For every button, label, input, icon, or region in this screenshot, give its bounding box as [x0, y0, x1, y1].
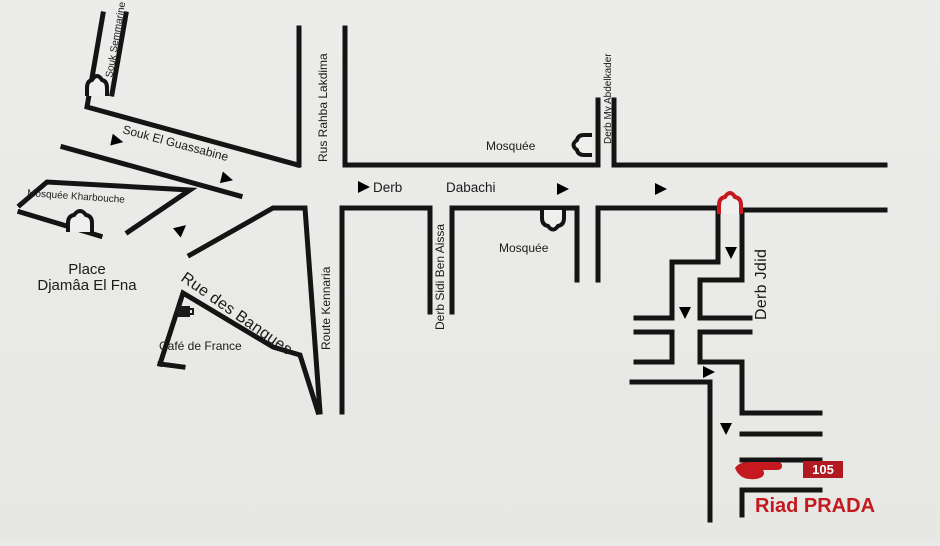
label-mosque-kharbouche: Mosquée Kharbouche: [27, 188, 126, 206]
arrow-icon: [679, 285, 691, 319]
label-rus-rahba-lakdima: Rus Rahba Lakdima: [316, 53, 330, 162]
street-cafe-west: [157, 361, 186, 370]
label-souk-semmarine: Souk Semmarine: [104, 1, 128, 79]
label-place-line2: Djamâa El Fna: [37, 277, 137, 294]
arrow-icon: [681, 366, 715, 378]
mosque-icon: [85, 74, 109, 96]
arrow-icon: [633, 183, 667, 195]
arrow-icon: [156, 220, 190, 252]
arrow-icon: [88, 129, 125, 148]
destination-name: Riad PRADA: [755, 495, 875, 517]
street-ben-aissa-east: [449, 205, 580, 315]
street-abdelkader-east: [611, 97, 888, 168]
label-derb-jdid: Derb Jdid: [753, 249, 770, 320]
label-place-line1: Place: [68, 261, 106, 278]
address-badge: [803, 461, 843, 478]
label-derb-sidi-ben-aissa: Derb Sidi Ben Aissa: [433, 224, 447, 330]
label-route-kennaria: Route Kennaria: [319, 266, 333, 350]
arrow-icon: [725, 225, 737, 259]
street-jdid-west: [633, 207, 721, 321]
label-derb-my-abdelkader: Derb My Abdelkader: [603, 53, 614, 144]
street-kharbouche-north: [16, 179, 198, 236]
address-number: 105: [812, 462, 834, 477]
mosque-icon: [540, 210, 566, 232]
cafe-icon: [177, 301, 194, 317]
street-jdid-east: [697, 207, 753, 321]
arrow-icon: [535, 183, 569, 195]
mosque-icon: [571, 133, 592, 157]
pointing-hand-icon: [735, 462, 782, 480]
mosque-icon: [66, 209, 94, 232]
street-kennaria-east: [339, 205, 433, 415]
street-souk-semmarine-right: [109, 11, 129, 97]
arrow-icon: [198, 166, 235, 187]
label-mosque-1: Mosquée: [486, 139, 536, 153]
street-jdid-lower-west: [629, 379, 713, 523]
arrow-icon: [336, 181, 370, 193]
label-dabachi: Dabachi: [446, 180, 496, 195]
mosque-icon: [717, 191, 743, 214]
street-jdid-mid-west: [633, 329, 675, 365]
street-dabachi-south-east: [595, 205, 721, 283]
street-dabachi-north: [342, 25, 601, 168]
street-souk-semmarine-left: [84, 11, 302, 169]
label-derb: Derb: [373, 180, 402, 195]
label-mosque-2: Mosquée: [499, 241, 549, 255]
street-place-north: [59, 143, 244, 200]
street-dabachi-south-west: [186, 205, 323, 415]
street-banques-block: [156, 289, 322, 416]
street-riad-bottom: [739, 487, 823, 518]
street-jdid-mid-east: [697, 329, 823, 416]
label-cafe: Café de France: [159, 339, 242, 353]
streets: [16, 11, 888, 523]
arrow-icon: [720, 401, 732, 435]
